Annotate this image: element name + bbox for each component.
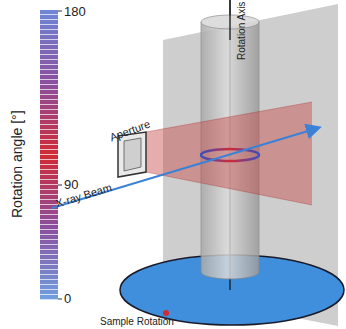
axis-title: Rotation angle [°] <box>10 110 25 218</box>
rotation-marker <box>163 310 169 316</box>
axis-label: Rotation Axis <box>236 2 247 60</box>
beam-fan <box>146 102 312 205</box>
tick-label: 180 <box>64 5 86 19</box>
color-bar <box>40 10 62 300</box>
part-label: Sample Rotation <box>100 316 174 327</box>
beam-label: X-ray Beam <box>54 181 113 210</box>
tick-label: 0 <box>64 292 71 306</box>
